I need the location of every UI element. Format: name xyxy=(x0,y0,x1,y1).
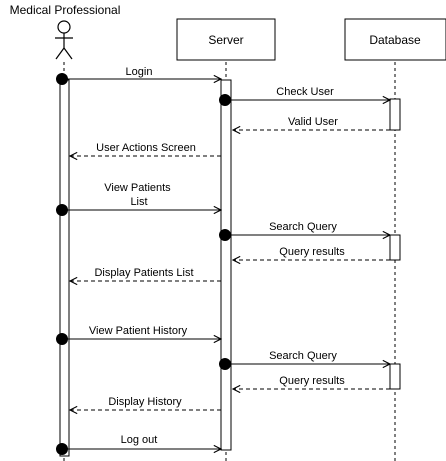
message-search-query-2: Search Query xyxy=(219,350,390,370)
message-query-results-2: Query results xyxy=(233,375,390,389)
actor-server-label: Server xyxy=(208,33,243,47)
message-view-patients-list: View Patients List xyxy=(56,182,221,216)
message-label: View Patients List xyxy=(104,182,174,208)
message-check-user: Check User xyxy=(219,86,390,106)
message-label: View Patient History xyxy=(89,325,188,337)
message-user-actions-screen: User Actions Screen xyxy=(70,142,221,156)
message-label: Log out xyxy=(121,434,158,446)
message-label: Search Query xyxy=(269,350,337,362)
actor-medical-professional-label: Medical Professional xyxy=(10,3,121,17)
message-login: Login xyxy=(56,66,221,85)
actor-database-label: Database xyxy=(369,33,421,47)
message-query-results-1: Query results xyxy=(233,246,390,260)
message-label: User Actions Screen xyxy=(96,142,196,154)
actor-database: Database xyxy=(344,18,446,61)
message-view-patient-history: View Patient History xyxy=(56,325,221,345)
message-label: Display Patients List xyxy=(94,267,193,279)
activation-medical-professional xyxy=(59,79,70,457)
activation-database-3 xyxy=(389,363,401,390)
message-valid-user: Valid User xyxy=(233,116,390,130)
activation-database-1 xyxy=(389,98,401,131)
activation-database-2 xyxy=(389,234,401,261)
actor-server: Server xyxy=(176,18,276,61)
stick-figure-icon xyxy=(55,20,73,60)
message-display-history: Display History xyxy=(70,396,221,410)
message-label: Query results xyxy=(279,375,345,387)
message-label: Query results xyxy=(279,246,345,258)
message-display-patients-list: Display Patients List xyxy=(70,267,221,281)
activation-server xyxy=(220,79,232,451)
message-search-query-1: Search Query xyxy=(219,221,390,241)
message-log-out: Log out xyxy=(56,434,221,455)
message-label: Login xyxy=(126,66,153,78)
message-label: Valid User xyxy=(288,116,338,128)
message-label: Display History xyxy=(108,396,182,408)
actor-medical-professional: Medical Professional xyxy=(10,3,121,60)
message-label: Search Query xyxy=(269,221,337,233)
message-label: Check User xyxy=(276,86,334,98)
